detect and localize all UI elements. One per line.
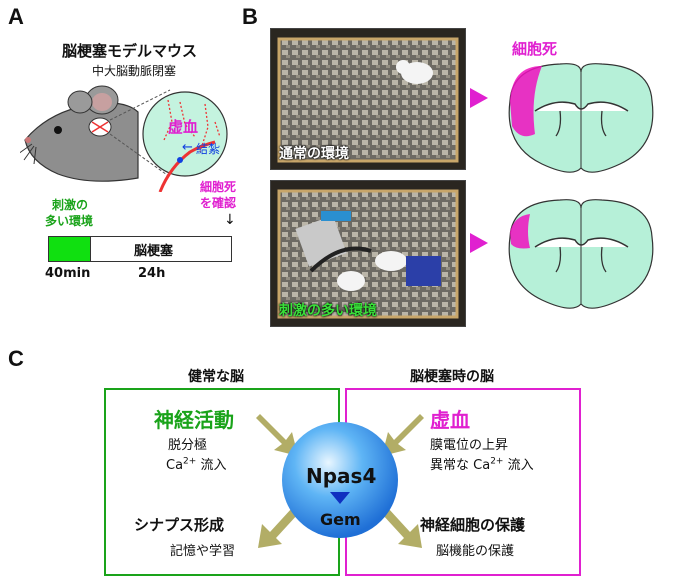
arrow-triangle-2 (470, 233, 488, 253)
npas4-diagram (256, 414, 424, 548)
abnormal-ca-sup: 2+ (490, 456, 504, 467)
stim-label-1: 刺激の (52, 198, 89, 212)
death-label-2: を確認 (200, 196, 237, 210)
ligation-arrow: ← (182, 140, 193, 155)
time-40min: 40min (45, 266, 91, 281)
abnormal-ca-label: 異常な Ca2+ 流入 (430, 454, 534, 473)
protection-label: 神経細胞の保護 (420, 516, 526, 534)
ca-influx-suffix: 流入 (196, 458, 227, 473)
infarct-label: 脳梗塞 (134, 244, 174, 259)
arrow-triangle-1 (470, 88, 488, 108)
cell-death-label-b: 細胞死 (512, 40, 558, 58)
normal-env-label: 通常の環境 (279, 146, 349, 162)
mouse-illustration (20, 85, 228, 192)
ca-influx-label: Ca2+ 流入 (166, 454, 226, 473)
panel-a-title: 脳梗塞モデルマウス (62, 42, 198, 60)
brain-section-normal (508, 63, 654, 173)
photo-enriched-environment: 刺激の多い環境 (270, 180, 466, 327)
timeline-white-bar (90, 236, 232, 262)
abnormal-suffix: 流入 (503, 458, 534, 473)
death-arrow: ↓ (224, 212, 236, 228)
panel-letter-a: A (8, 4, 24, 29)
npas4-label: Npas4 (306, 464, 377, 488)
abnormal-prefix: 異常な Ca (430, 458, 491, 473)
ca-influx-prefix: Ca (166, 458, 184, 473)
ligation-label: 結紮 (196, 142, 221, 156)
stim-label-2: 多い環境 (45, 214, 94, 228)
brain-protection-label: 脳機能の保護 (436, 544, 515, 559)
timeline-green-bar (48, 236, 92, 262)
depolarization-label: 脱分極 (168, 438, 208, 453)
photo-normal-environment: 通常の環境 (270, 28, 466, 170)
ischemia-label-c: 虚血 (430, 408, 470, 432)
stroke-header: 脳梗塞時の脳 (410, 369, 494, 385)
ischemia-label-a: 虚血 (168, 118, 199, 136)
time-24h: 24h (138, 266, 166, 281)
ca-sup: 2+ (183, 456, 197, 467)
memory-label: 記憶や学習 (170, 544, 236, 559)
brain-section-enriched (508, 199, 654, 309)
death-label-1: 細胞死 (200, 180, 237, 194)
panel-letter-b: B (242, 4, 258, 29)
panel-a-subtitle: 中大脳動脈閉塞 (92, 64, 177, 78)
synapse-label: シナプス形成 (134, 516, 225, 534)
neural-activity-label: 神経活動 (154, 408, 234, 432)
gem-label: Gem (320, 510, 361, 529)
enriched-env-label: 刺激の多い環境 (279, 303, 377, 319)
healthy-header: 健常な脳 (188, 369, 244, 385)
membrane-rise-label: 膜電位の上昇 (430, 438, 509, 453)
panel-letter-c: C (8, 346, 24, 371)
